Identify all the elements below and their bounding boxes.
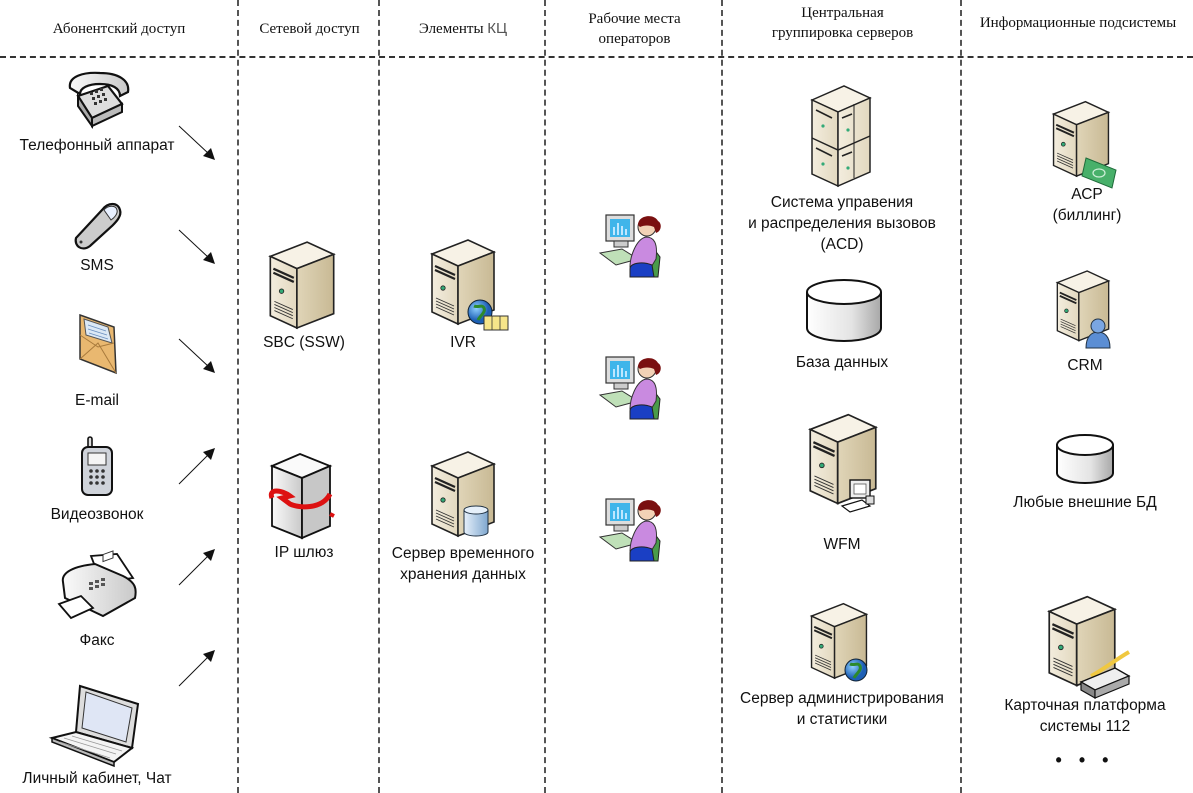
desk-phone-icon (68, 71, 130, 130)
operator-icon (598, 214, 661, 278)
column-header-cc-elements: Элементы КЦ (418, 19, 508, 37)
header-divider (0, 56, 1193, 58)
column-divider (378, 0, 380, 793)
arrow-icon (178, 338, 215, 373)
arrow-icon (178, 549, 215, 586)
arrow-icon (178, 448, 215, 485)
column-divider (960, 0, 962, 793)
node-label: SBC (SSW) (263, 334, 345, 351)
database-icon (1056, 434, 1114, 484)
mobile-phone-icon (74, 202, 122, 250)
node-label: Факс (79, 632, 115, 649)
crm-server-icon (1056, 270, 1111, 349)
arrow-icon (178, 229, 215, 264)
envelope-icon (79, 313, 117, 375)
node-label: АСР (биллинг) (1052, 186, 1122, 224)
wfm-server-icon (809, 413, 877, 513)
fax-icon (57, 550, 137, 620)
laptop-icon (48, 684, 140, 768)
node-label: IP шлюз (274, 544, 334, 561)
node-label: Личный кабинет, Чат (22, 770, 172, 787)
admin-server-icon (810, 602, 868, 682)
column-header-info-subsystems: Информационные подсистемы (979, 14, 1177, 31)
node-label: SMS (80, 257, 114, 274)
node-label: WFM (823, 536, 861, 553)
column-divider (544, 0, 546, 793)
card-server-icon (1048, 595, 1131, 700)
operator-icon (598, 498, 661, 562)
ellipsis-more: • • • (1055, 750, 1115, 770)
node-label: Видеозвонок (50, 506, 144, 523)
server-cluster-icon (810, 85, 872, 188)
node-label: IVR (450, 334, 476, 351)
arrow-icon (178, 650, 215, 687)
node-label: Телефонный аппарат (19, 137, 175, 154)
node-label: База данных (795, 354, 889, 371)
arrow-icon (178, 125, 215, 160)
column-header-subscriber-access: Абонентский доступ (52, 20, 186, 37)
node-label: Сервер администрирования и статистики (740, 690, 944, 728)
operator-icon (598, 356, 661, 420)
node-label: Сервер временного хранения данных (391, 545, 535, 583)
node-label: Любые внешние БД (1013, 494, 1157, 511)
ivr-server-icon (430, 238, 509, 331)
billing-server-icon (1052, 100, 1117, 189)
column-header-central-servers: Центральная группировка серверов (771, 4, 914, 41)
cell-phone-icon (81, 436, 113, 496)
node-label: CRM (1067, 357, 1103, 374)
node-label: E-mail (75, 392, 119, 409)
database-icon (806, 279, 882, 342)
column-header-network-access: Сетевой доступ (259, 20, 360, 37)
storage-server-icon (430, 450, 496, 538)
server-icon (266, 238, 338, 330)
node-label: Система управения и распределения вызово… (748, 194, 936, 253)
column-divider (721, 0, 723, 793)
column-header-operator-workplaces: Рабочие места операторов (588, 10, 681, 47)
column-divider (237, 0, 239, 793)
gateway-icon (268, 453, 335, 540)
accent-text: КЦ (487, 19, 508, 37)
node-label: Карточная платформа системы 112 (1004, 697, 1166, 735)
